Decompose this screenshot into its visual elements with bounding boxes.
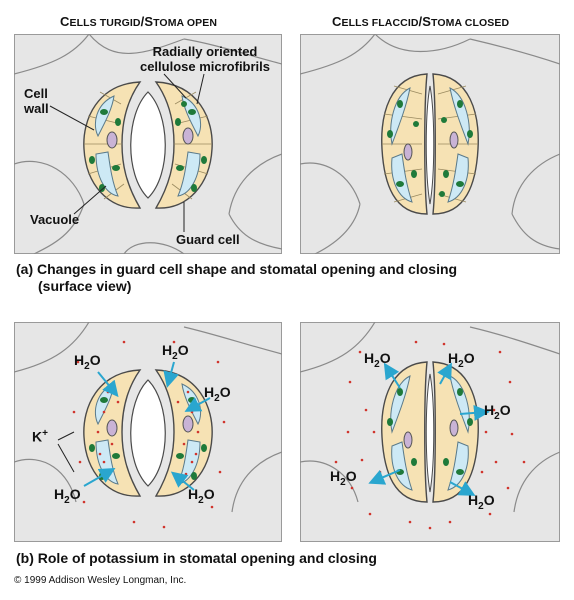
h2o-label-4: H2O: [54, 486, 81, 506]
h2o-out-label-1: H2O: [364, 350, 391, 370]
label-vacuole: Vacuole: [30, 212, 80, 227]
panel-a-open: Radially oriented cellulose microfibrils…: [14, 34, 282, 254]
label-guard-cell: Guard cell: [176, 232, 240, 247]
potassium-closed-illustration: [300, 322, 560, 542]
copyright-text: © 1999 Addison Wesley Longman, Inc.: [14, 575, 187, 586]
caption-a: (a) Changes in guard cell shape and stom…: [16, 261, 458, 294]
h2o-label-3: H2O: [204, 384, 231, 404]
h2o-out-label-5: H2O: [468, 492, 495, 512]
panel-b-closed: H2O H2O H2O H2O H2O: [300, 322, 560, 542]
h2o-label-5: H2O: [188, 486, 215, 506]
h2o-out-label-4: H2O: [330, 468, 357, 488]
stoma-open-illustration: [14, 34, 282, 254]
h2o-out-label-3: H2O: [484, 402, 511, 422]
h2o-label-2: H2O: [162, 342, 189, 362]
k-plus-label: K+: [32, 428, 48, 445]
panel-b-open: H2O H2O H2O H2O H2O K+: [14, 322, 282, 542]
title-flaccid-closed: CELLS FLACCID/STOMA CLOSED: [332, 14, 510, 29]
h2o-out-label-2: H2O: [448, 350, 475, 370]
potassium-open-illustration: [14, 322, 282, 542]
panel-a-closed: [300, 34, 560, 254]
title-turgid-open: CELLS TURGID/STOMA OPEN: [60, 14, 218, 29]
h2o-label-1: H2O: [74, 352, 101, 372]
caption-b: (b) Role of potassium in stomatal openin…: [16, 550, 377, 566]
stoma-closed-illustration: [300, 34, 560, 254]
label-cell-wall: Cell wall: [24, 86, 49, 116]
label-microfibrils: Radially oriented cellulose microfibrils: [139, 44, 271, 74]
